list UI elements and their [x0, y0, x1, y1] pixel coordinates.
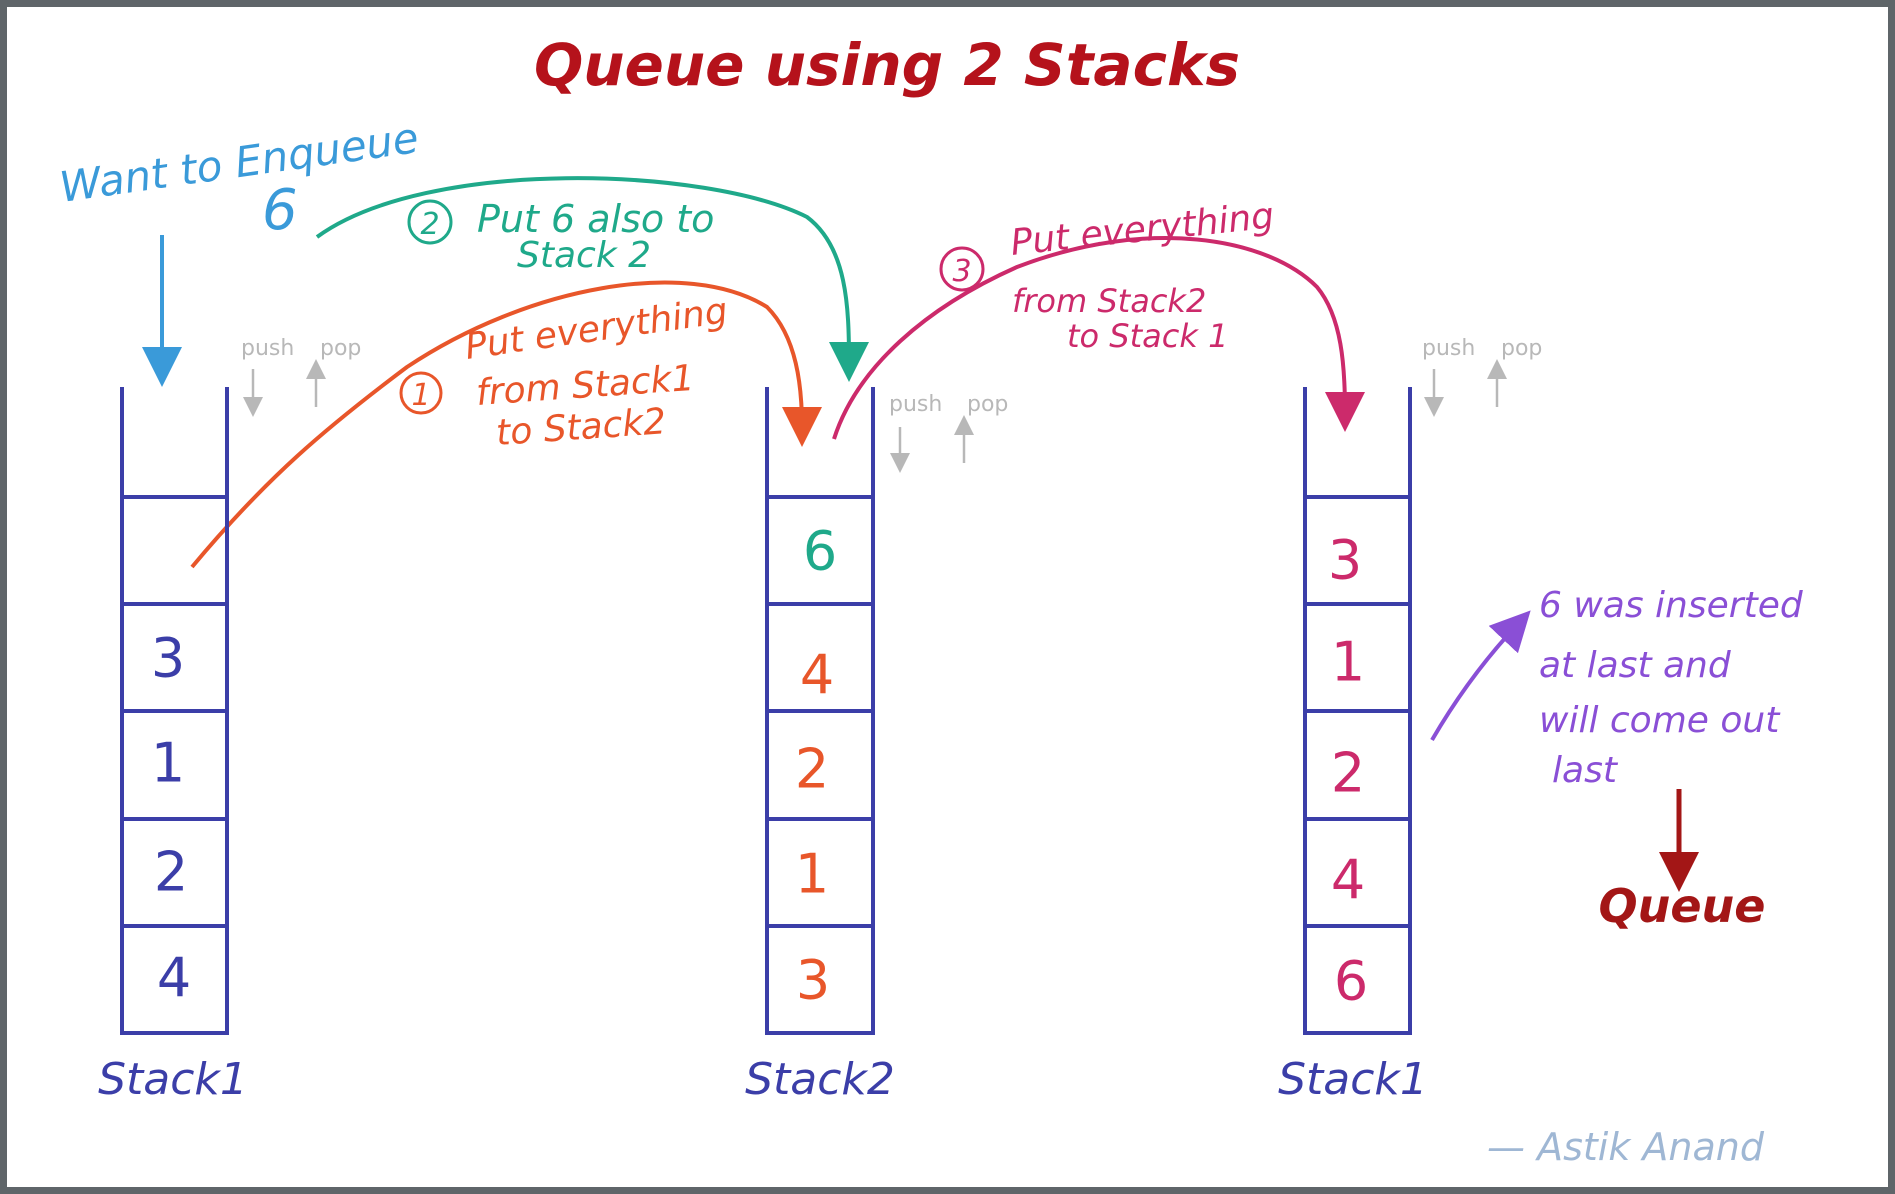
stack-cell: 6 — [803, 520, 837, 583]
step2-line2: Stack 2 — [517, 235, 651, 276]
diagram-canvas: Queue using 2 Stacks Want to Enqueue 6 1… — [57, 31, 1804, 1169]
stack-cell: 1 — [1331, 631, 1365, 694]
stack-cell: 4 — [800, 644, 834, 707]
note-line4: last — [1552, 750, 1619, 791]
enqueue-value: 6 — [262, 178, 298, 243]
step1-arrow — [190, 280, 822, 569]
stack-label: Stack1 — [1278, 1054, 1428, 1105]
step2-number: 2 — [420, 207, 439, 242]
step3-arrow — [832, 236, 1365, 440]
stack-cell: 1 — [151, 732, 185, 795]
step1-number: 1 — [411, 378, 430, 413]
stack-3: 3 1 2 4 6 Stack1 — [1278, 387, 1428, 1105]
step2-line1: Put 6 also to — [477, 197, 714, 241]
push-label: push — [1422, 336, 1475, 361]
enqueue-label: Want to Enqueue — [57, 113, 422, 212]
note-arrow — [1430, 610, 1531, 742]
push-pop-hint-stack2: push pop — [889, 392, 1008, 473]
step2-badge — [407, 199, 453, 245]
stack-cell: 2 — [154, 841, 188, 904]
stack-cell: 3 — [1328, 529, 1362, 592]
stack-label: Stack1 — [98, 1054, 248, 1105]
step1-line1: Put everything — [463, 291, 731, 368]
step2-arrow — [315, 176, 869, 382]
stack-cell: 3 — [151, 627, 185, 690]
stack-2: 6 4 2 1 3 Stack2 — [745, 387, 895, 1105]
stack-cell: 6 — [1334, 950, 1368, 1013]
push-label: push — [241, 336, 294, 361]
stack-1: 3 1 2 4 Stack1 — [98, 387, 248, 1105]
queue-result: Queue — [1599, 879, 1766, 933]
step3-badge — [939, 246, 985, 292]
stack-cell: 4 — [1331, 849, 1365, 912]
pop-label: pop — [1501, 336, 1542, 361]
push-pop-hint-stack3: push pop — [1422, 336, 1542, 417]
step3-line2: from Stack2 — [1012, 282, 1206, 320]
step1-badge — [399, 371, 443, 415]
stack-cell: 1 — [795, 843, 829, 906]
note-line2: at last and — [1539, 645, 1732, 686]
stack-cell: 2 — [1331, 742, 1365, 805]
push-label: push — [889, 392, 942, 417]
step3-number: 3 — [952, 254, 971, 289]
author-signature: — Astik Anand — [1487, 1125, 1765, 1169]
stack-label: Stack2 — [745, 1054, 895, 1105]
push-pop-hint-stack1: push pop — [241, 336, 361, 417]
pop-label: pop — [967, 392, 1008, 417]
page-title: Queue using 2 Stacks — [534, 31, 1240, 99]
pop-label: pop — [320, 336, 361, 361]
note-line1: 6 was inserted — [1539, 585, 1804, 626]
step3-line1: Put everything — [1009, 196, 1276, 264]
step3-line3: to Stack 1 — [1067, 317, 1228, 355]
stack-cell: 4 — [157, 947, 191, 1010]
stack-cell: 2 — [795, 738, 829, 801]
stack-cell: 3 — [796, 949, 830, 1012]
note-line3: will come out — [1539, 700, 1781, 741]
